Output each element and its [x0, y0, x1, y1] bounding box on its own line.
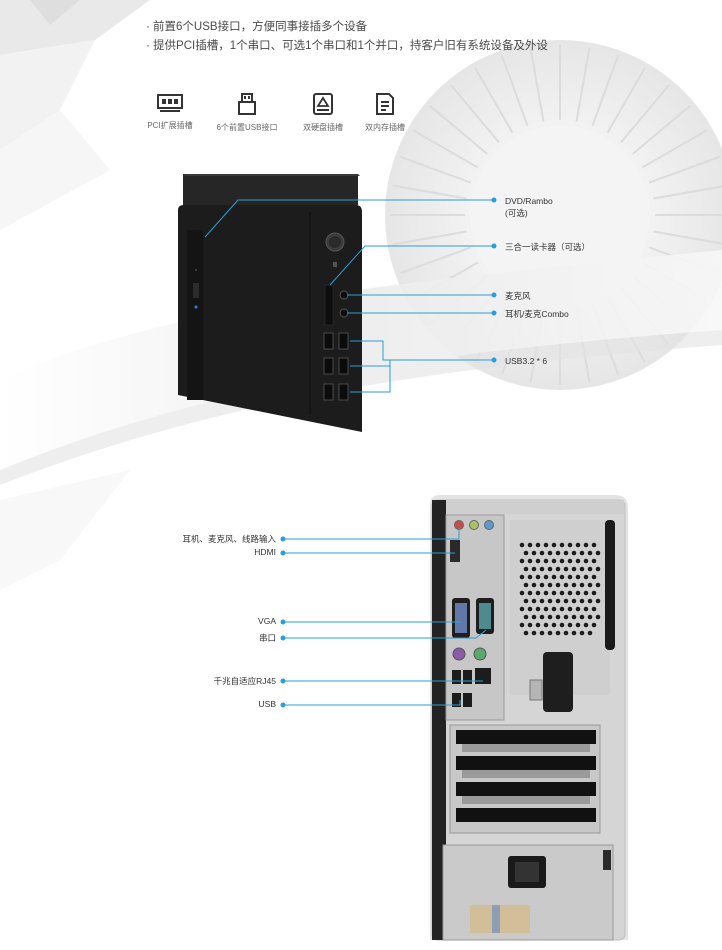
callout-headphone-combo: 耳机/麦克Combo [505, 309, 569, 319]
feature-label: 6个前置USB接口 [216, 123, 278, 132]
callout-microphone: 麦克风 [505, 291, 531, 301]
memory-icon [376, 93, 394, 115]
feature-bullets: · 前置6个USB接口，方便同事接插多个设备 · 提供PCI插槽，1个串口、可选… [146, 18, 548, 56]
pci-card-icon [157, 94, 183, 112]
callout-audio-rear: 耳机、麦克风、线路输入 [182, 534, 276, 544]
callout-usb-rear: USB [258, 699, 276, 709]
feature-hdd: 双硬盘插槽 [283, 92, 363, 133]
hdd-icon [313, 93, 333, 115]
bullet-usb: · 前置6个USB接口，方便同事接插多个设备 [146, 21, 368, 33]
feature-usb: 6个前置USB接口 [207, 92, 287, 133]
feature-memory: 双内存插槽 [345, 92, 425, 133]
feature-label: PCI扩展插槽 [147, 121, 193, 130]
feature-label: 双硬盘插槽 [303, 123, 343, 132]
callout-usb-front: USB3.2 * 6 [505, 356, 548, 366]
callout-card-reader: 三合一读卡器（可选） [505, 242, 591, 252]
usb-icon [238, 93, 256, 115]
callout-vga: VGA [258, 616, 276, 626]
callout-dvd: DVD/Rambo (可选) [505, 195, 553, 219]
callout-hdmi: HDMI [254, 547, 276, 557]
callout-dvd-label: DVD/Rambo [505, 196, 553, 206]
feature-label: 双内存插槽 [365, 123, 405, 132]
feature-icons-row: PCI扩展插槽 6个前置USB接口 双硬盘插槽 双内存插槽 [130, 92, 430, 142]
callout-rj45: 千兆自适应RJ45 [213, 676, 276, 686]
bullet-pci: · 提供PCI插槽，1个串口、可选1个串口和1个并口，持客户旧有系统设备及外设 [146, 40, 548, 52]
callout-dvd-sub: (可选) [505, 208, 528, 218]
feature-pci: PCI扩展插槽 [130, 92, 210, 131]
callout-serial: 串口 [258, 633, 276, 643]
